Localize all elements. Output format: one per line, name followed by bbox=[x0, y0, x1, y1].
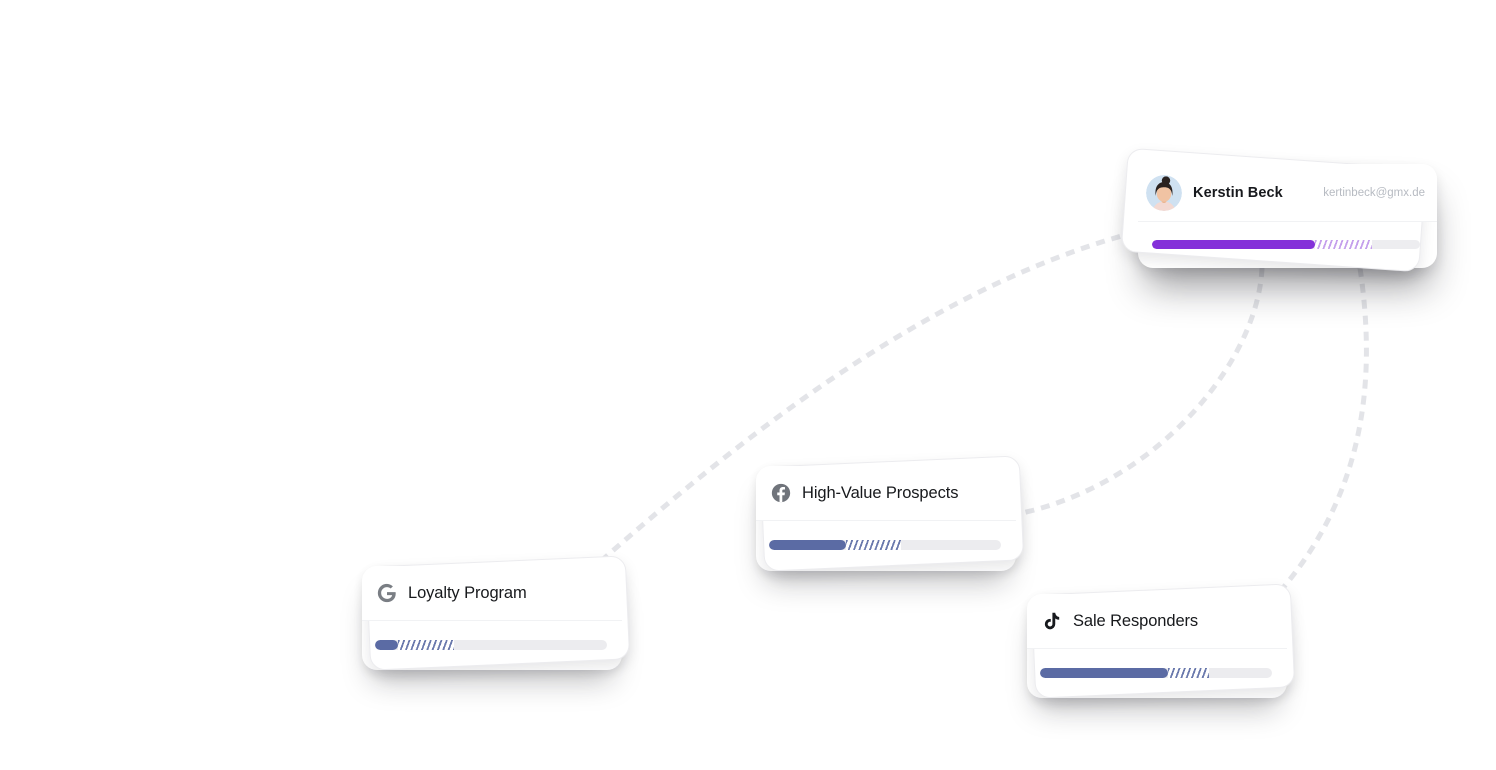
hvp-progress-solid bbox=[769, 539, 846, 550]
hvp-card-header: High-Value Prospects bbox=[756, 466, 1016, 521]
hvp-card-body bbox=[756, 521, 1016, 568]
avatar bbox=[1146, 174, 1182, 211]
contact-email: kertinbeck@gmx.de bbox=[1323, 186, 1425, 199]
hvp-progress-bar bbox=[769, 539, 1001, 550]
contact-progress-hatch bbox=[1315, 239, 1372, 249]
hvp-progress-hatch bbox=[845, 539, 902, 550]
sale-card-header: Sale Responders bbox=[1027, 594, 1287, 649]
audience-card-high-value-prospects[interactable]: High-Value Prospects bbox=[756, 455, 1025, 572]
audience-card-sale-responders[interactable]: Sale Responders bbox=[1027, 583, 1296, 699]
contact-progress-bar bbox=[1152, 239, 1420, 249]
loyalty-card-header: Loyalty Program bbox=[362, 566, 622, 621]
loyalty-progress-hatch bbox=[398, 639, 454, 650]
contact-progress-solid bbox=[1152, 239, 1316, 249]
contact-name: Kerstin Beck bbox=[1193, 184, 1283, 201]
contact-card-header: Kerstin Beck kertinbeck@gmx.de bbox=[1138, 164, 1437, 222]
loyalty-card-body bbox=[362, 621, 622, 668]
contact-card-body bbox=[1138, 222, 1437, 266]
connector-contact-to-high-value bbox=[1021, 267, 1265, 516]
connector-contact-to-loyalty bbox=[599, 232, 1126, 563]
connector-contact-to-sale bbox=[1274, 267, 1369, 598]
audience-card-loyalty-program[interactable]: Loyalty Program bbox=[362, 555, 631, 671]
audience-title: Sale Responders bbox=[1073, 611, 1199, 630]
facebook-icon bbox=[770, 482, 792, 504]
sale-card-body bbox=[1027, 649, 1287, 696]
audience-title: Loyalty Program bbox=[408, 583, 527, 602]
sale-progress-solid bbox=[1040, 667, 1168, 678]
contact-card[interactable]: Kerstin Beck kertinbeck@gmx.de bbox=[1120, 147, 1437, 273]
google-icon bbox=[376, 582, 398, 604]
sale-progress-hatch bbox=[1167, 667, 1210, 678]
audience-title: High-Value Prospects bbox=[802, 483, 959, 502]
sale-progress-bar bbox=[1040, 667, 1272, 678]
loyalty-progress-solid bbox=[375, 639, 399, 650]
tiktok-icon bbox=[1041, 610, 1063, 632]
loyalty-progress-bar bbox=[375, 639, 607, 650]
